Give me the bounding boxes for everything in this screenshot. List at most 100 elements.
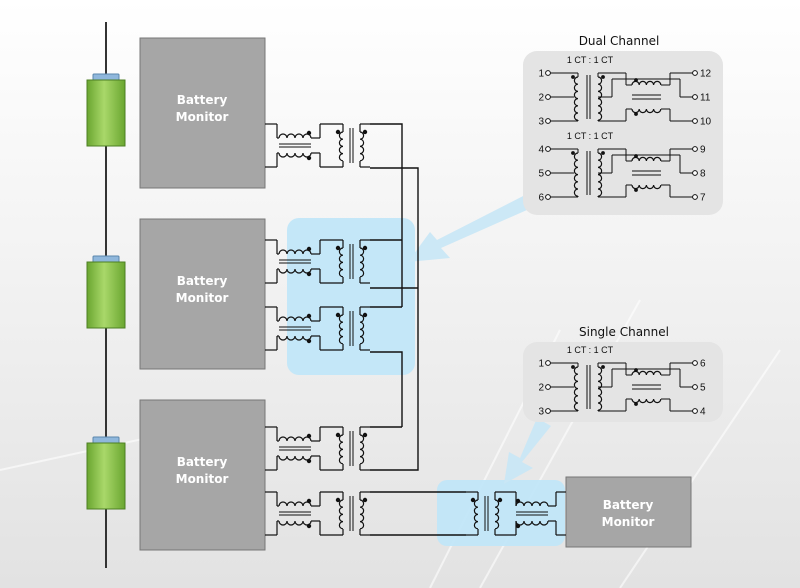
polarity-dot: [306, 338, 312, 344]
pin-terminal: [545, 170, 551, 176]
daisy-chain-wiring: [370, 123, 466, 536]
pin-terminal: [692, 194, 698, 200]
battery-monitor: Battery Monitor: [139, 218, 266, 370]
inductor-coil: [278, 249, 312, 255]
polarity-dot: [335, 432, 341, 438]
transformer-stage: [265, 239, 370, 284]
monitor-label: Battery: [177, 93, 228, 107]
inductor-coil: [278, 335, 312, 341]
inductor-coil: [597, 76, 603, 121]
inductor-coil: [631, 184, 662, 190]
pin-label: 2: [538, 93, 544, 104]
monitor-label: Monitor: [176, 472, 229, 486]
monitor-label: Battery: [177, 274, 228, 288]
transformer-stages: [265, 123, 566, 536]
inductor-coil: [278, 316, 312, 322]
battery-cell: [86, 73, 126, 147]
pin-label: 5: [538, 169, 544, 180]
inductor-coil: [494, 499, 500, 530]
inductor-coil: [515, 520, 549, 526]
pin-terminal: [692, 70, 698, 76]
inductor-coil: [278, 520, 312, 526]
inductor-coil: [359, 131, 365, 162]
polarity-dot: [362, 129, 368, 135]
highlight-single-transformer: [437, 480, 565, 546]
dual-channel-title: Dual Channel: [579, 34, 660, 48]
battery-monitor: Battery Monitor: [139, 399, 266, 551]
inductor-coil: [573, 366, 579, 411]
monitor-label: Monitor: [602, 515, 655, 529]
polarity-dot: [362, 312, 368, 318]
inductor-coil: [338, 434, 344, 465]
polarity-dot: [306, 313, 312, 319]
pin-label: 9: [700, 145, 706, 156]
pin-terminal: [545, 194, 551, 200]
polarity-dot: [601, 151, 605, 155]
transformer-stage: [265, 306, 370, 351]
monitor-label: Battery: [177, 455, 228, 469]
transformer-stage: [466, 491, 566, 536]
ratio-label: 1 CT : 1 CT: [567, 55, 614, 65]
polarity-dot: [515, 498, 521, 504]
pin-label: 5: [700, 383, 706, 394]
dual-channel-panel: [523, 51, 723, 215]
inductor-coil: [338, 499, 344, 530]
pin-label: 1: [538, 359, 544, 370]
inductor-coil: [278, 268, 312, 274]
polarity-dot: [306, 155, 312, 161]
pin-terminal: [692, 94, 698, 100]
pin-label: 6: [538, 193, 544, 204]
pin-terminal: [545, 360, 551, 366]
polarity-dot: [306, 271, 312, 277]
polarity-dot: [634, 402, 638, 406]
polarity-dot: [362, 497, 368, 503]
polarity-dot: [362, 432, 368, 438]
ratio-label: 1 CT : 1 CT: [567, 345, 614, 355]
pin-terminal: [692, 146, 698, 152]
pin-label: 6: [700, 359, 706, 370]
battery-monitor: Battery Monitor: [139, 37, 266, 189]
pin-label: 1: [538, 69, 544, 80]
polarity-dot: [601, 365, 605, 369]
polarity-dot: [306, 458, 312, 464]
inductor-coil: [359, 314, 365, 345]
pin-terminal: [692, 408, 698, 414]
inductor-coil: [278, 436, 312, 442]
battery-monitor: Battery Monitor: [565, 476, 692, 548]
polarity-dot: [335, 312, 341, 318]
ratio-label: 1 CT : 1 CT: [567, 131, 614, 141]
pin-label: 12: [700, 69, 712, 80]
inductor-coil: [573, 152, 579, 197]
polarity-dot: [335, 245, 341, 251]
pin-label: 7: [700, 193, 706, 204]
inductor-coil: [278, 152, 312, 158]
inductor-coil: [473, 499, 479, 530]
pin-terminal: [545, 384, 551, 390]
inductor-coil: [573, 76, 579, 121]
polarity-dot: [634, 112, 638, 116]
inductor-coil: [631, 156, 662, 162]
inductor-coil: [359, 434, 365, 465]
inductor-coil: [338, 131, 344, 162]
monitor-label: Battery: [603, 498, 654, 512]
pin-label: 4: [538, 145, 544, 156]
pin-label: 2: [538, 383, 544, 394]
single-channel-panel: [523, 342, 723, 422]
inductor-coil: [338, 247, 344, 278]
pin-terminal: [545, 94, 551, 100]
pin-terminal: [692, 384, 698, 390]
inductor-coil: [278, 133, 312, 139]
polarity-dot: [497, 497, 503, 503]
inductor-coil: [597, 366, 603, 411]
inductor-coil: [338, 314, 344, 345]
monitor-label: Monitor: [176, 110, 229, 124]
polarity-dot: [306, 246, 312, 252]
polarity-dot: [470, 497, 476, 503]
pin-terminal: [692, 118, 698, 124]
pin-label: 10: [700, 117, 712, 128]
inductor-coil: [631, 80, 662, 86]
polarity-dot: [306, 433, 312, 439]
pin-terminal: [545, 118, 551, 124]
